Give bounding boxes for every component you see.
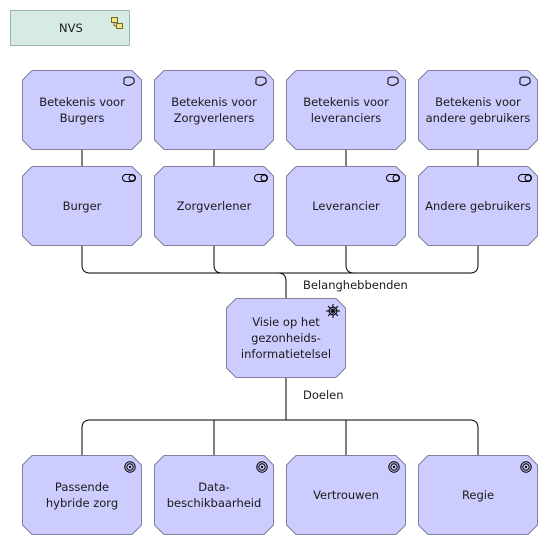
node-shape [418,166,538,246]
stakeholder-node-2[interactable]: Zorgverlener [154,166,274,246]
stakeholder-node-3[interactable]: Leverancier [286,166,406,246]
meaning-node-3[interactable]: Betekenis voor leveranciers [286,70,406,150]
meaning-node-1[interactable]: Betekenis voor Burgers [22,70,142,150]
meaning-icon [255,76,267,86]
goal-node-4[interactable]: Regie [418,455,538,535]
stakeholder-node-1[interactable]: Burger [22,166,142,246]
node-shape [226,298,346,378]
node-shape [22,70,142,150]
connector-stakeholder-bus [345,246,355,274]
goal-icon [124,461,136,473]
meaning-icon [519,76,531,86]
connector-stakeholder-bus [81,246,479,274]
connector-bus-goals [81,419,479,455]
meaning-node-3-label: Betekenis voor leveranciers [303,95,389,125]
group-label: NVS [59,21,83,35]
edge-label-goals: Doelen [303,388,344,402]
node-shape [22,455,142,535]
connector-stakeholder-bus [213,246,223,274]
group-nvs[interactable]: NVS [10,10,130,46]
stakeholder-node-1-label: Burger [62,199,102,213]
goal-node-3-label: Vertrouwen [313,488,379,502]
stakeholder-node-4[interactable]: Andere gebruikers [418,166,538,246]
driver-icon [326,304,340,318]
stakeholder-icon [254,174,268,182]
stakeholder-node-4-label: Andere gebruikers [425,199,531,213]
stakeholder-icon [518,174,532,182]
node-shape [154,166,274,246]
goal-icon [388,461,400,473]
meaning-icon [387,76,399,86]
meaning-node-4[interactable]: Betekenis voor andere gebruikers [418,70,538,150]
meaning-icon [123,76,135,86]
meaning-node-1-label: Betekenis voor Burgers [39,95,125,125]
meaning-node-4-label: Betekenis voor andere gebruikers [425,95,531,125]
node-shape [154,455,274,535]
node-shape [418,70,538,150]
stakeholder-node-3-label: Leverancier [312,199,380,213]
goal-node-1-label: Passende hybride zorg [45,480,119,510]
goal-node-3[interactable]: Vertrouwen [286,455,406,535]
meaning-node-2[interactable]: Betekenis voor Zorgverleners [154,70,274,150]
node-shape [22,166,142,246]
goal-node-2[interactable]: Data- beschikbaarheid [154,455,274,535]
goal-node-4-label: Regie [461,488,495,502]
goal-icon [520,461,532,473]
node-shape [286,455,406,535]
goal-icon [256,461,268,473]
node-shape [286,70,406,150]
meaning-node-2-label: Betekenis voor Zorgverleners [171,95,257,125]
goal-node-1[interactable]: Passende hybride zorg [22,455,142,535]
stakeholder-icon [386,174,400,182]
node-shape [418,455,538,535]
driver-node-label: Visie op het gezonheids- informatietelse… [240,315,332,361]
node-shape [286,166,406,246]
grouping-icon [111,17,123,29]
stakeholder-node-2-label: Zorgverlener [176,199,252,213]
connector-bus-driver [277,272,287,298]
driver-node[interactable]: Visie op het gezonheids- informatietelse… [226,298,346,378]
goal-node-2-label: Data- beschikbaarheid [166,480,262,510]
node-shape [154,70,274,150]
stakeholder-icon [122,174,136,182]
edge-label-stakeholders: Belanghebbenden [303,278,408,292]
